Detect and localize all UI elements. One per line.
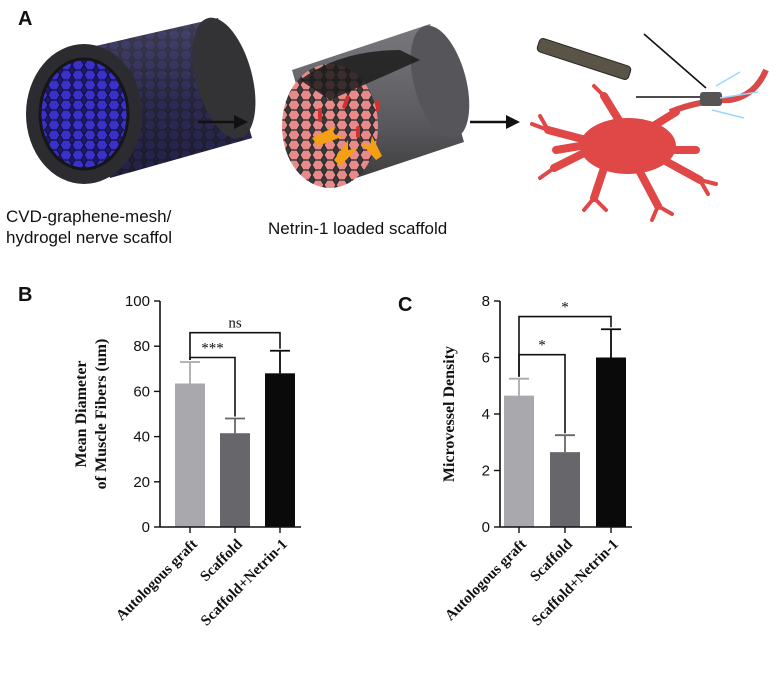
- y-tick-label: 60: [133, 383, 150, 400]
- y-tick-label: 6: [482, 350, 490, 367]
- y-tick-label: 4: [482, 406, 490, 423]
- bar-2: [550, 452, 580, 527]
- y-axis-label-line1: Mean Diameter: [73, 360, 90, 467]
- arrow-right-icon: [198, 115, 248, 129]
- significance-bracket: [518, 315, 612, 377]
- y-tick-label: 80: [133, 338, 150, 355]
- y-tick-label: 20: [133, 474, 150, 491]
- scaffold-caption-line2: hydrogel nerve scaffol: [6, 228, 173, 247]
- panel-a-label: A: [18, 8, 33, 30]
- bar-3: [596, 357, 626, 527]
- significance-bracket: [189, 331, 281, 361]
- y-axis-label: Microvessel Density: [441, 346, 458, 482]
- bar-1: [175, 383, 205, 527]
- neuron-illustration: [530, 33, 769, 222]
- significance-label: *: [561, 300, 569, 316]
- significance-bracket: [189, 356, 236, 417]
- schematic-illustration: [26, 17, 769, 222]
- y-tick-label: 8: [482, 293, 490, 310]
- y-tick-label: 0: [142, 519, 150, 536]
- x-tick-label: Autologous graft: [442, 537, 530, 625]
- netrin-loaded-tube: [282, 24, 470, 188]
- graphene-mesh-tube: [26, 17, 256, 184]
- panel-b-label: B: [18, 284, 33, 306]
- significance-label: ***: [201, 341, 224, 357]
- significance-bracket: [518, 353, 566, 434]
- bar-3: [265, 373, 295, 527]
- significance-label: ns: [228, 316, 242, 332]
- y-tick-label: 0: [482, 519, 490, 536]
- x-tick-label: Scaffold+Netrin-1: [529, 537, 622, 630]
- y-tick-label: 40: [133, 429, 150, 446]
- bar-2: [220, 433, 250, 527]
- y-tick-label: 2: [482, 463, 490, 480]
- significance-label: *: [538, 338, 546, 354]
- scaffold-caption: CVD-graphene-mesh/ hydrogel nerve scaffo…: [6, 206, 172, 248]
- y-axis-label-line2: of Muscle Fibers (um): [93, 339, 110, 490]
- bar-1: [504, 395, 534, 527]
- y-tick-label: 100: [125, 293, 150, 310]
- netrin-caption: Netrin-1 loaded scaffold: [268, 219, 448, 238]
- scaffold-caption-line1: CVD-graphene-mesh/: [6, 207, 172, 226]
- panel-c-label: C: [398, 294, 413, 316]
- arrow-right-icon: [470, 115, 520, 129]
